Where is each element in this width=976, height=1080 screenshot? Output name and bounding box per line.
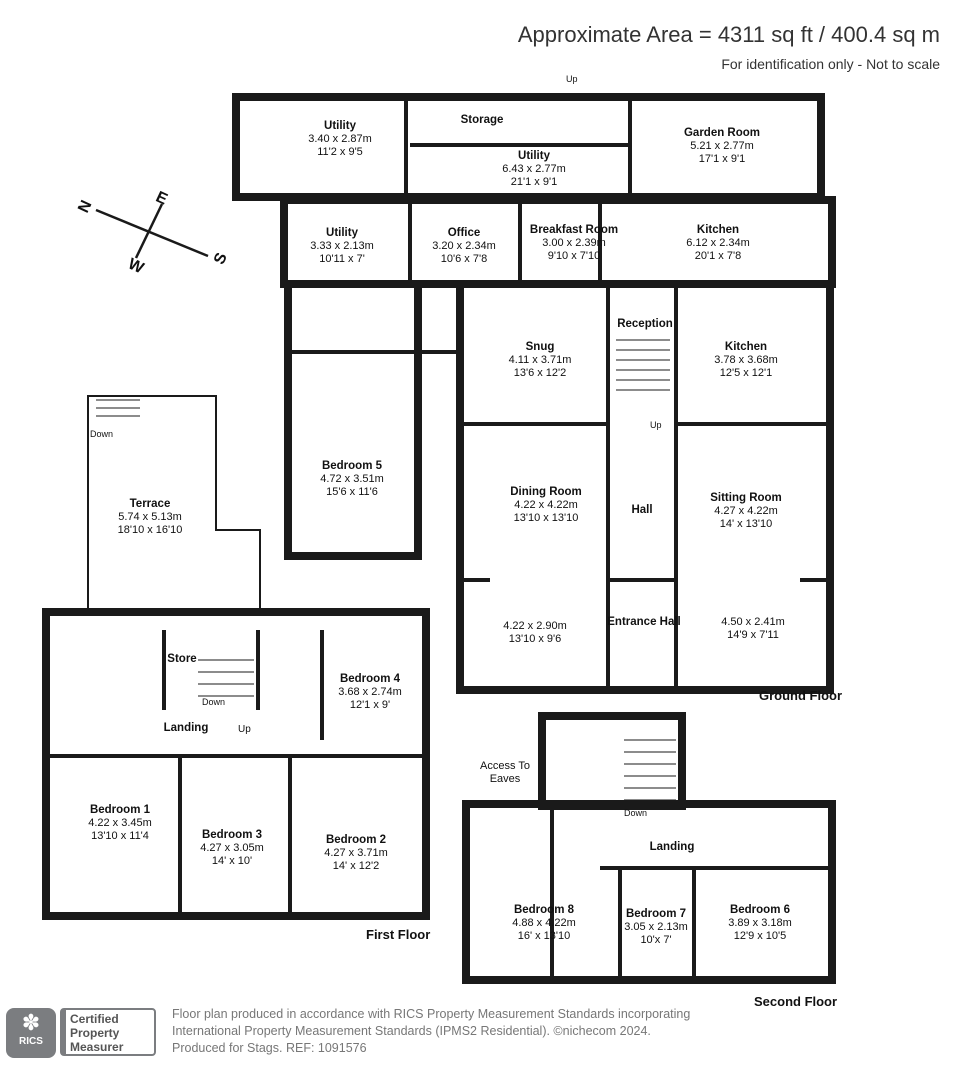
room-landing-second: Landing: [649, 841, 695, 853]
first-floor-label: First Floor: [366, 927, 431, 942]
first-down-label: Down: [202, 697, 226, 707]
second-floor-outer: [462, 800, 836, 984]
ground-floor-label: Ground Floor: [759, 688, 843, 703]
approximate-area: Approximate Area = 4311 sq ft / 400.4 sq…: [517, 22, 940, 47]
rics-emblem-icon: ✽: [21, 1010, 41, 1035]
second-floor-label: Second Floor: [754, 994, 838, 1009]
room-hall: Hall: [631, 504, 653, 516]
first-floor-outer: [42, 608, 430, 920]
terrace-down-label: Down: [90, 429, 114, 439]
room-entrance-hall: Entrance Hall: [607, 616, 681, 628]
footer-text: Floor plan produced in accordance with R…: [172, 1007, 691, 1055]
second-floor-upper: [538, 712, 686, 810]
room-landing-first: Landing: [163, 722, 209, 734]
scale-note: For identification only - Not to scale: [721, 56, 940, 72]
up-label-top: Up: [566, 74, 578, 84]
access-to-eaves: Access To Eaves: [480, 760, 530, 785]
room-reception: Reception: [617, 318, 673, 330]
rics-logo: ✽ RICS: [6, 1008, 56, 1058]
up-label-hall: Up: [650, 420, 662, 430]
ground-floor-main: [456, 280, 834, 694]
bedroom5-block: [284, 280, 422, 560]
room-store: Store: [167, 653, 197, 665]
first-up-label: Up: [238, 724, 251, 735]
room-storage: Storage: [460, 114, 504, 126]
second-down-label: Down: [624, 808, 648, 818]
compass-lines: [95, 203, 209, 259]
certified-property-measurer-badge: Certified Property Measurer: [60, 1008, 156, 1056]
